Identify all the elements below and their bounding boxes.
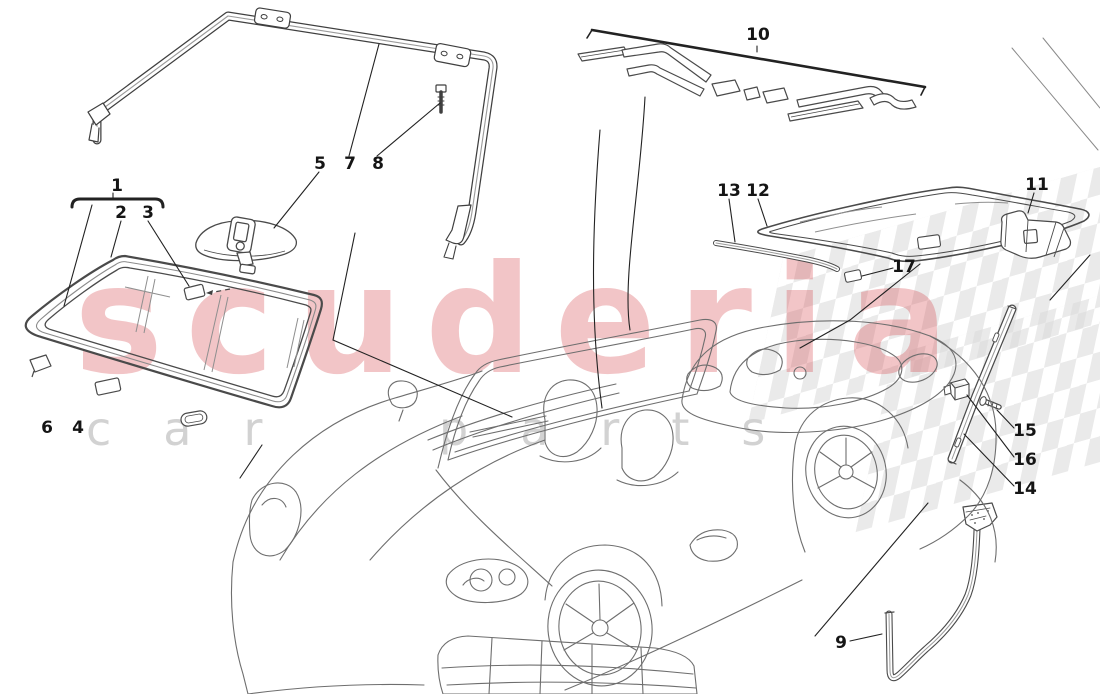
screw-8: [435, 84, 447, 114]
callout-7: 7: [344, 154, 356, 174]
callout-8: 8: [372, 154, 384, 174]
callout-13: 13: [717, 181, 741, 201]
callout-5: 5: [314, 154, 326, 174]
door-opening-seal: [884, 502, 998, 682]
windshield-frame-seal: [87, 7, 498, 260]
callout-15: 15: [1013, 421, 1037, 441]
callout-12: 12: [746, 181, 770, 201]
callout-10: 10: [746, 25, 770, 45]
callout-11: 11: [1025, 175, 1049, 195]
callout-1: 1: [111, 176, 123, 196]
callout-3: 3: [142, 203, 154, 223]
rear-window-glass: [757, 186, 1090, 263]
corner-bracket: [1000, 210, 1072, 259]
callout-6: 6: [41, 418, 53, 438]
car-illustration: [230, 37, 1100, 694]
callout-14: 14: [1013, 479, 1037, 499]
windshield-glass-and-gasket: [24, 254, 323, 427]
callout-2: 2: [115, 203, 127, 223]
brand-watermark: scuderia: [74, 234, 971, 408]
callout-4: 4: [72, 418, 84, 438]
callout-17: 17: [892, 257, 916, 277]
rear-window-seal-strip: [713, 240, 863, 283]
callout-9: 9: [835, 633, 847, 653]
callout-leader-lines: [63, 28, 1091, 642]
callout-16: 16: [1013, 450, 1037, 470]
pillar-seal-strip: [943, 304, 1017, 465]
rear-view-mirror: [195, 216, 298, 275]
roof-trim-strips: [577, 43, 917, 122]
